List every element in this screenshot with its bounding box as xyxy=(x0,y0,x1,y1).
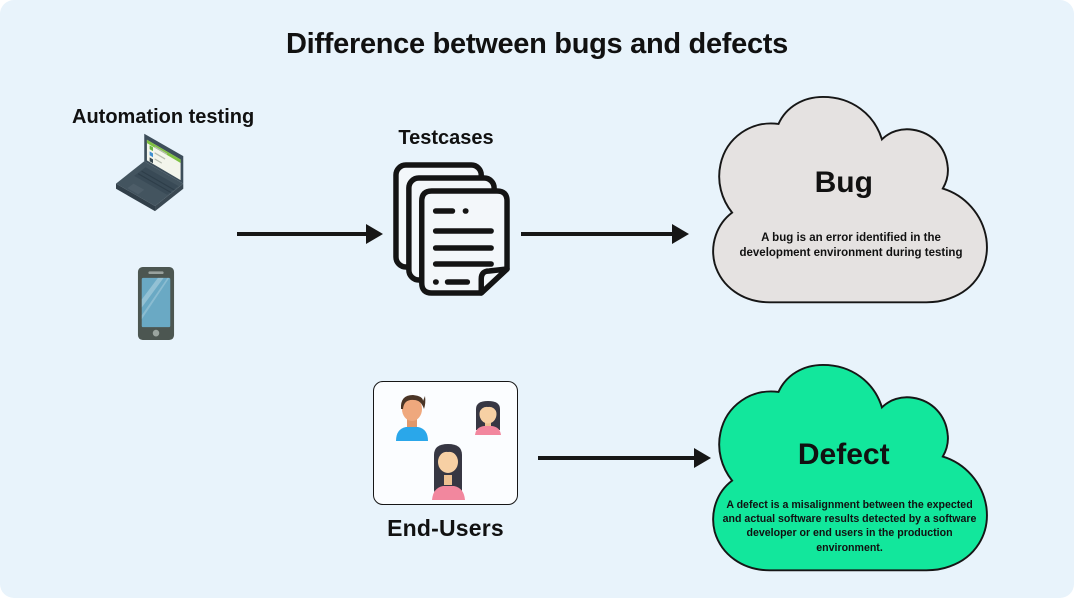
arrow-testcases-to-bug xyxy=(521,232,673,236)
end-users-label: End-Users xyxy=(387,515,504,541)
testcases-documents-icon xyxy=(393,162,510,296)
arrow-endusers-to-defect xyxy=(538,456,695,460)
defect-cloud: Defect A defect is a misalignment betwee… xyxy=(706,364,996,578)
testcases-label: Testcases xyxy=(398,127,494,149)
female-user-icon-large xyxy=(432,444,465,500)
laptop-icon xyxy=(116,133,184,212)
defect-title: Defect xyxy=(797,438,890,471)
automation-testing-label: Automation testing xyxy=(72,106,255,128)
end-users-box xyxy=(373,381,518,505)
arrow-automation-to-testcases xyxy=(237,232,367,236)
cloud-shape xyxy=(712,364,988,572)
defect-description: A defect is a misalignment between the e… xyxy=(722,499,977,554)
bug-title: Bug xyxy=(814,166,873,199)
male-user-icon xyxy=(396,395,428,441)
female-user-icon xyxy=(475,401,501,435)
bug-cloud: Bug A bug is an error identified in the … xyxy=(706,96,996,310)
smartphone-icon xyxy=(137,266,175,341)
cloud-shape xyxy=(712,96,988,304)
page-title: Difference between bugs and defects xyxy=(286,28,788,60)
bug-description: A bug is an error identified in the deve… xyxy=(739,232,963,260)
